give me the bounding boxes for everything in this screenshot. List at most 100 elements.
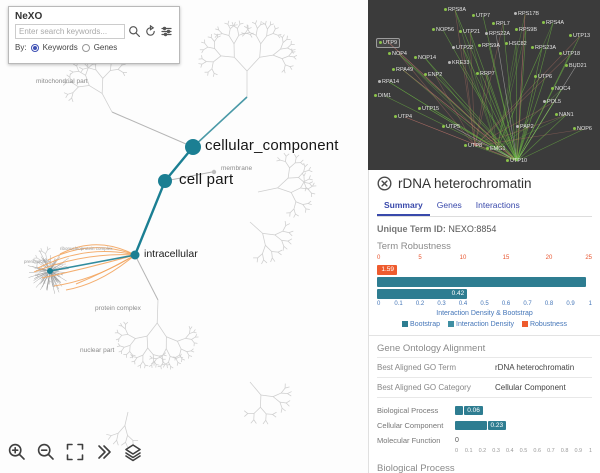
network-node[interactable]: UTP13 (569, 33, 590, 39)
sliders-icon[interactable] (160, 25, 173, 38)
network-node[interactable]: PAP2 (516, 124, 534, 130)
network-node[interactable]: RPS17B (514, 11, 539, 17)
network-node[interactable]: NOP56 (432, 27, 454, 33)
zoom-in-icon[interactable] (6, 441, 28, 463)
network-node[interactable]: UTP8 (464, 143, 482, 149)
network-node[interactable]: UTP9 (376, 38, 401, 48)
axis-tick: 0 (377, 301, 381, 307)
tab-interactions[interactable]: Interactions (475, 200, 520, 210)
tab-summary[interactable]: Summary (377, 197, 430, 216)
network-node[interactable]: DIM1 (374, 93, 391, 99)
detail-tabs: Summary Genes Interactions (377, 197, 592, 217)
radio-keywords[interactable] (30, 43, 39, 52)
axis-tick: 25 (585, 255, 592, 261)
gene-node-dot (534, 75, 537, 79)
gene-node-dot (485, 32, 488, 36)
legend-item: Robustness (521, 321, 567, 328)
gene-node-dot (388, 52, 391, 56)
network-node[interactable]: UTP10 (506, 158, 527, 164)
layers-icon[interactable] (122, 441, 144, 463)
close-icon[interactable] (377, 176, 392, 191)
axis-tick: 20 (545, 255, 553, 261)
network-node[interactable]: POL5 (543, 99, 561, 105)
search-icon[interactable] (128, 25, 141, 38)
network-node[interactable]: HSC82 (505, 41, 527, 47)
network-node[interactable]: NOP14 (414, 55, 436, 61)
zoom-out-icon[interactable] (35, 441, 57, 463)
radio-genes[interactable] (81, 43, 90, 52)
network-node[interactable]: RPS9B (515, 27, 537, 33)
axis-tick: 10 (459, 255, 467, 261)
term-title: rDNA heterochromatin (398, 176, 532, 191)
network-node[interactable]: RPS4A (542, 20, 564, 26)
gene-node-dot (464, 144, 467, 148)
network-node[interactable]: EMG1 (486, 146, 506, 152)
tree-branch-label: mitochondrial part (36, 78, 88, 85)
ontology-tree-canvas[interactable] (0, 0, 368, 473)
gene-node-dot (414, 56, 417, 60)
gene-node-dot (506, 159, 509, 163)
network-node[interactable]: UTP4 (394, 114, 412, 120)
gene-node-dot (543, 100, 546, 104)
network-node[interactable]: UTP15 (418, 106, 439, 112)
network-node[interactable]: RPA49 (392, 67, 413, 73)
network-node[interactable]: UTP5 (442, 124, 460, 130)
axis-tick: 0.1 (464, 448, 473, 454)
network-node[interactable]: UTP7 (472, 13, 490, 19)
interaction-network-panel: RPS8A UTP7 RPS17B RPL7 RPS4A NOP56 UTP21 RPS22A… (368, 0, 600, 170)
network-node[interactable]: NOP6 (573, 126, 592, 132)
network-node[interactable]: NOC4 (551, 86, 570, 92)
axis-tick: 0.7 (547, 448, 555, 454)
gene-node-dot (459, 30, 462, 34)
network-node[interactable]: RPS22A (485, 31, 510, 37)
axis-tick: 0.6 (501, 301, 511, 307)
network-node[interactable]: BUD21 (565, 63, 587, 69)
go-score-value: 0 (455, 437, 459, 444)
tab-genes[interactable]: Genes (436, 200, 462, 210)
fit-icon[interactable] (64, 441, 86, 463)
network-node[interactable]: RPS8A (444, 7, 466, 13)
axis-tick: 0.8 (544, 301, 554, 307)
tree-node-label[interactable]: cell part (179, 171, 234, 188)
network-node[interactable]: UTP22 (452, 45, 473, 51)
robustness-bar-robustness: 1.59 (377, 265, 397, 275)
network-node[interactable]: RPS9A (478, 43, 500, 49)
network-node[interactable]: NAN1 (555, 112, 574, 118)
reset-icon[interactable] (144, 25, 157, 38)
unique-term-id: Unique Term ID: NEXO:8854 (377, 224, 592, 234)
chevrons-icon[interactable] (93, 441, 115, 463)
tree-branch-label: membrane (221, 165, 253, 172)
network-node[interactable]: UTP6 (534, 74, 552, 80)
network-node[interactable]: RPL7 (492, 21, 510, 27)
network-node[interactable]: NOP4 (388, 51, 407, 57)
network-node[interactable]: UTP21 (459, 29, 480, 35)
network-node[interactable]: UTP18 (559, 51, 580, 57)
radio-keywords-label[interactable]: Keywords (42, 43, 78, 52)
network-node[interactable]: ENP2 (424, 72, 442, 78)
network-node[interactable]: RPA14 (378, 79, 399, 85)
robustness-bar-interaction-density: 0.42 (377, 289, 468, 299)
radio-genes-label[interactable]: Genes (93, 43, 118, 52)
axis-tick: 0.9 (574, 448, 583, 454)
network-node[interactable]: RPS23A (531, 45, 556, 51)
network-node[interactable]: RRP7 (476, 71, 495, 77)
robustness-bar-bootstrap (377, 277, 586, 287)
section-term-robustness: Term Robustness (377, 241, 451, 252)
go-score-value: 0.06 (464, 406, 483, 415)
axis-tick: 5 (418, 255, 422, 261)
network-node[interactable]: KRE33 (448, 60, 469, 66)
gene-node-dot (542, 21, 545, 25)
axis-tick: 0.3 (437, 301, 446, 307)
search-input[interactable] (15, 24, 125, 39)
tree-node-label[interactable]: cellular_component (205, 137, 339, 154)
tree-node-label[interactable]: intracellular (144, 248, 198, 260)
detail-header: rDNA heterochromatin (377, 176, 592, 191)
gene-node-dot (418, 107, 421, 111)
gene-node-dot (378, 80, 381, 84)
robustness-axis-label: Interaction Density & Bootstrap (436, 310, 533, 317)
